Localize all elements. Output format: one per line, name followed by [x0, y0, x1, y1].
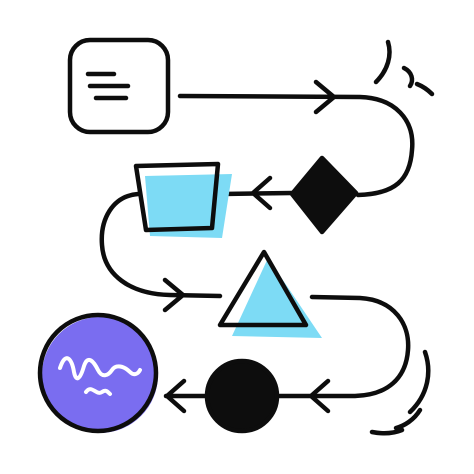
arrowhead-left-1 [250, 175, 273, 211]
wave-scribble-icon [58, 356, 142, 396]
arrowhead-left-2 [308, 378, 331, 414]
motion-lines-top-right [373, 39, 435, 97]
connector-merge-to-event [275, 294, 411, 399]
trapezoid-fill [145, 174, 232, 238]
start-node [67, 37, 171, 135]
arrowhead-left-3 [164, 378, 187, 414]
document-lines-icon [85, 71, 131, 101]
motion-lines-bottom-right [369, 349, 431, 436]
connector-decision-to-process [219, 190, 295, 197]
triangle-outline [217, 249, 309, 328]
connectors [99, 79, 415, 414]
diamond-shape [289, 155, 359, 235]
process-node [133, 161, 232, 238]
merge-node [217, 249, 322, 338]
event-circle [204, 358, 280, 434]
end-node [37, 312, 159, 434]
document-box [67, 37, 171, 135]
connector-process-to-merge [99, 191, 223, 299]
decision-node [289, 155, 359, 235]
arrowhead-right-1 [313, 79, 337, 115]
trapezoid-outline [133, 161, 221, 233]
event-node [204, 358, 280, 434]
arrowhead-right-2 [162, 277, 186, 313]
end-circle-outline [37, 312, 159, 434]
connector-start-to-decision [177, 93, 415, 198]
